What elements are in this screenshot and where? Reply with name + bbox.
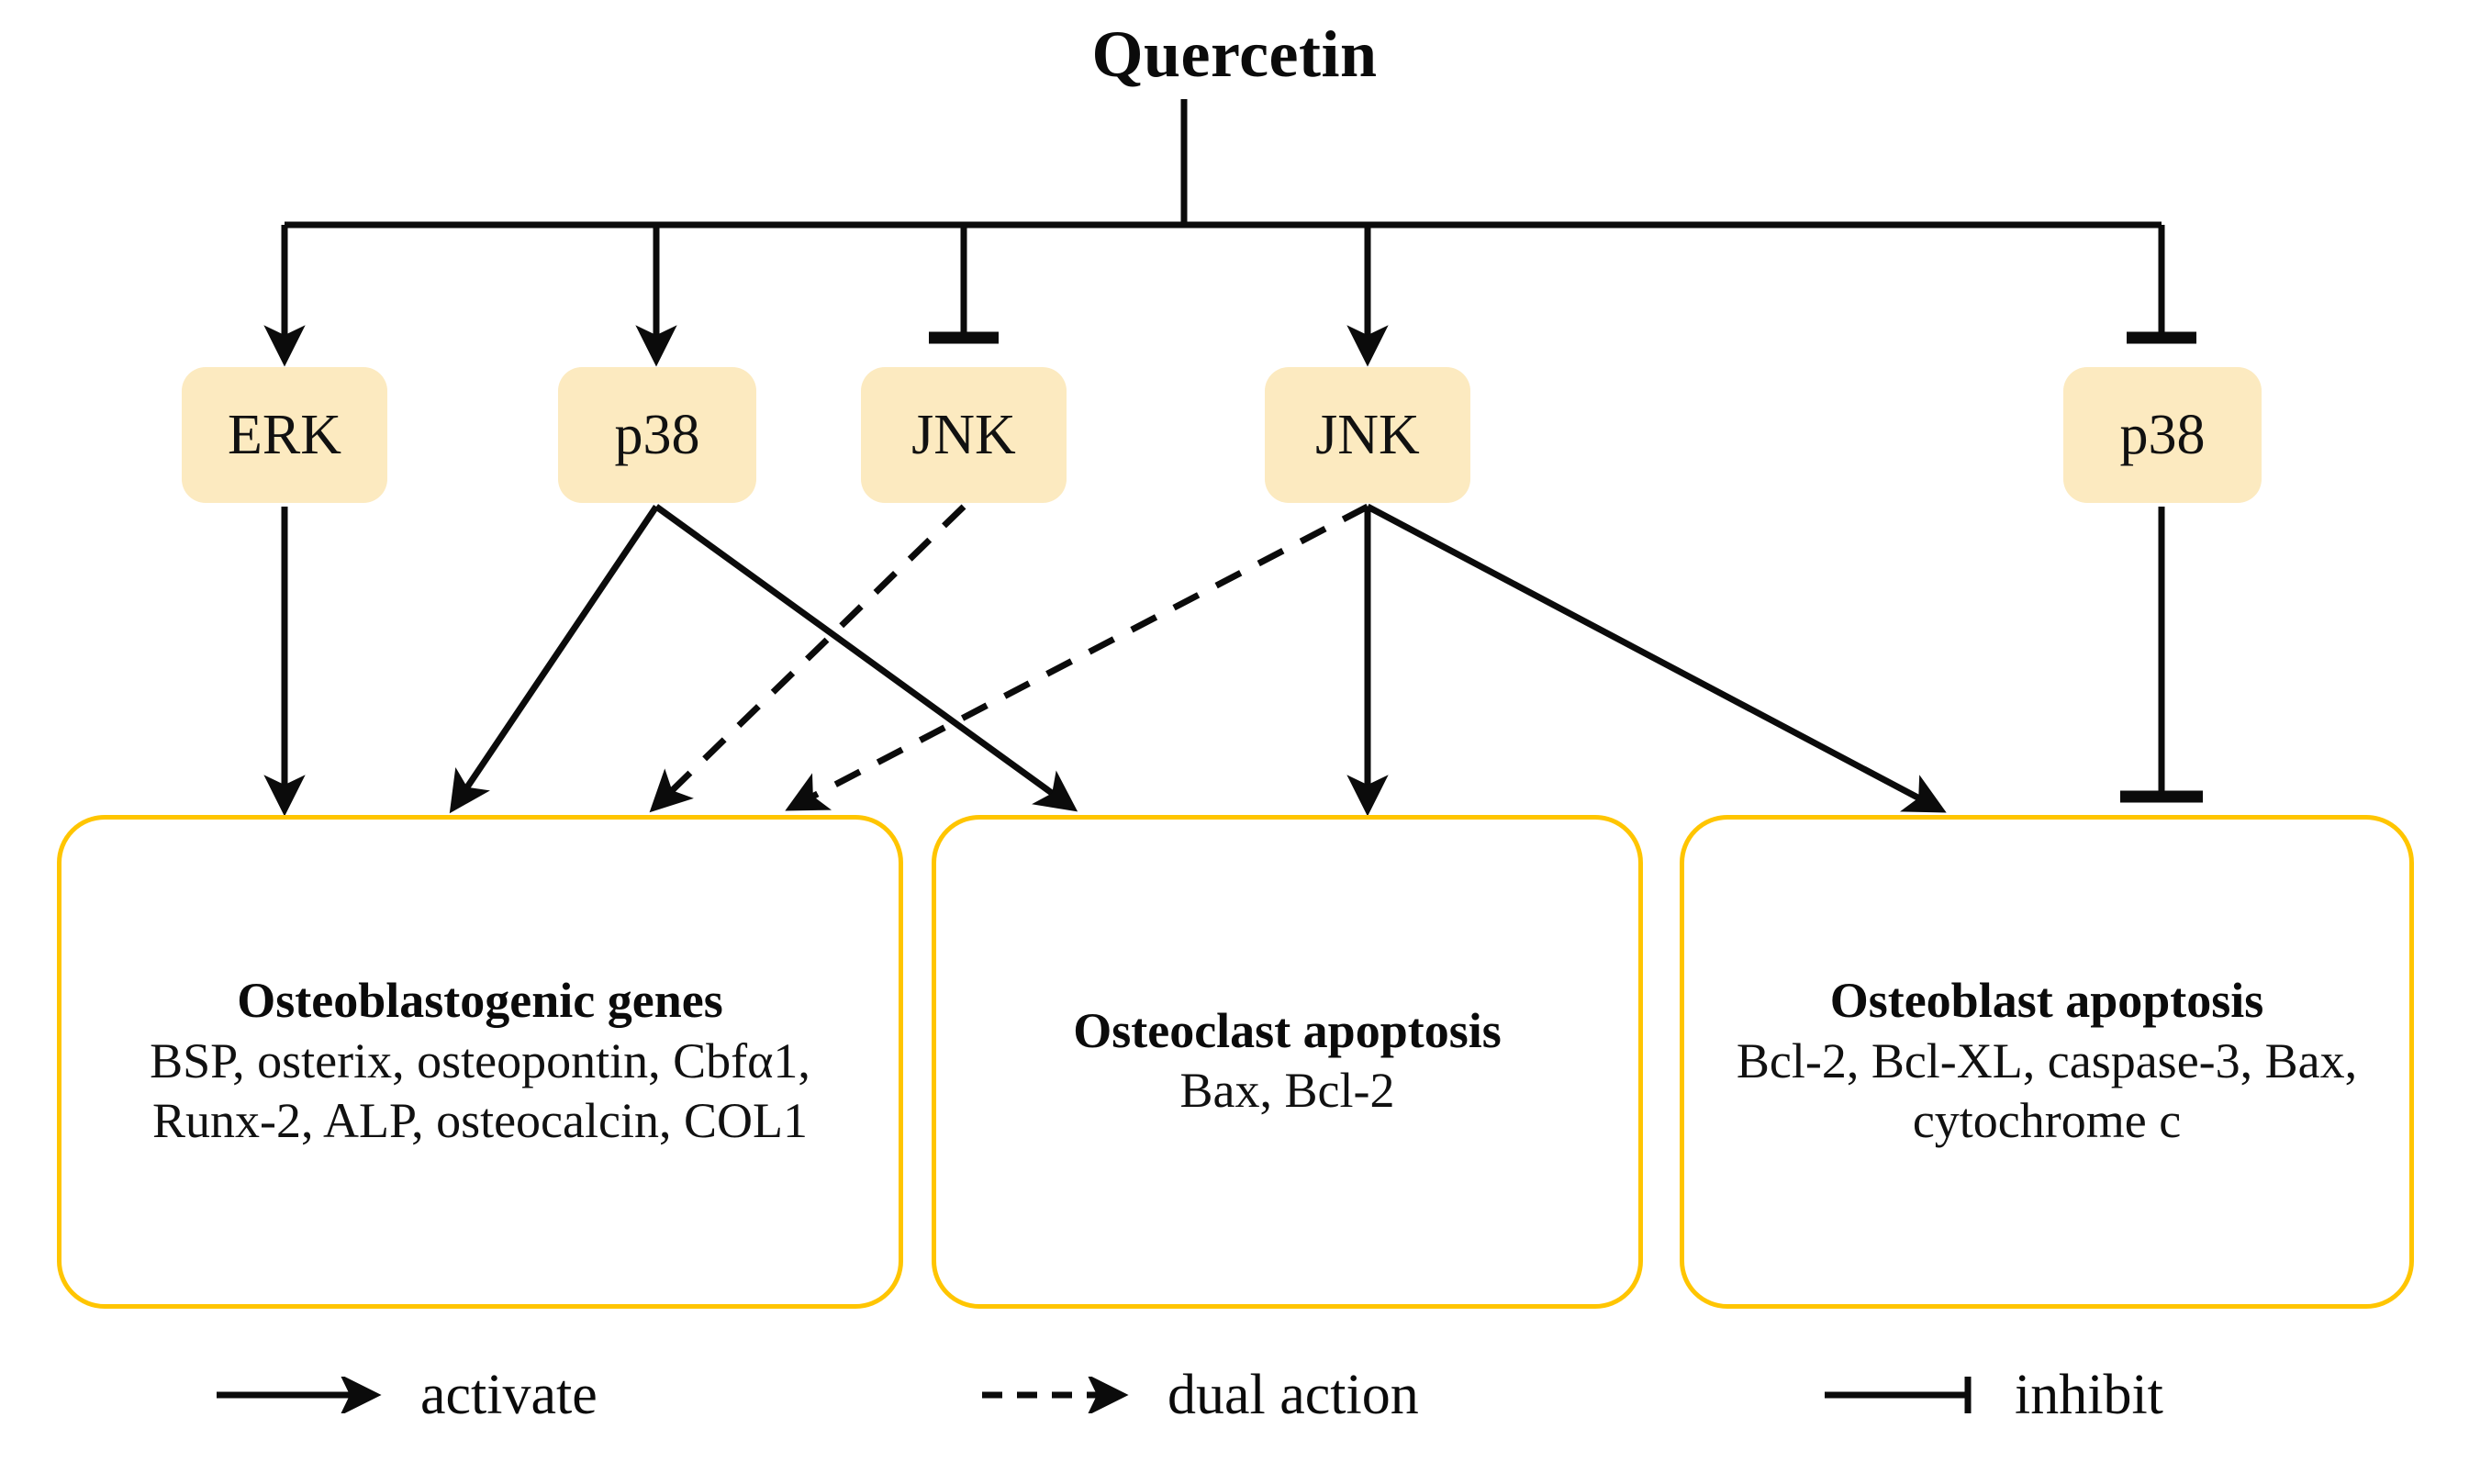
solid-arrow-icon bbox=[217, 1377, 382, 1413]
kinase-box-p38-2[interactable]: p38 bbox=[2063, 367, 2262, 503]
outcome-heading: Osteoblast apoptosis bbox=[1829, 973, 2264, 1029]
dashed-arrow-icon bbox=[982, 1377, 1129, 1413]
kinase-label: p38 bbox=[614, 404, 700, 466]
outcome-gene-list: Bax, Bcl-2 bbox=[1179, 1063, 1395, 1119]
kinase-label: p38 bbox=[2119, 404, 2206, 466]
kinase-label: ERK bbox=[228, 404, 341, 466]
kinase-label: JNK bbox=[1315, 404, 1420, 466]
outcome-box-osteoclast-apoptosis[interactable]: Osteoclast apoptosis Bax, Bcl-2 bbox=[932, 815, 1643, 1309]
edge-jnk2-to-osteoblast-apoptosis bbox=[1366, 503, 1947, 813]
outcome-heading: Osteoclast apoptosis bbox=[1073, 1002, 1502, 1058]
edge-jnk1-dual-to-osteoblastogenic bbox=[649, 504, 966, 813]
legend-label: inhibit bbox=[2015, 1364, 2163, 1426]
kinase-box-jnk-2[interactable]: JNK bbox=[1265, 367, 1470, 503]
tbar-inhibit-icon bbox=[1825, 1377, 1972, 1413]
outcome-box-osteoblastogenic-genes[interactable]: Osteoblastogenic genes BSP, osterix, ost… bbox=[57, 815, 903, 1309]
legend-label: activate bbox=[420, 1364, 598, 1426]
legend-item-activate: activate bbox=[213, 1335, 598, 1455]
legend-item-dual-action: dual action bbox=[978, 1335, 1419, 1455]
kinase-label: JNK bbox=[911, 404, 1016, 466]
outcome-gene-list: BSP, osterix, osteopontin, Cbfα1, Runx-2… bbox=[150, 1032, 810, 1148]
edge-p38-to-osteoblastogenic bbox=[449, 505, 659, 814]
outcome-box-osteoblast-apoptosis[interactable]: Osteoblast apoptosis Bcl-2, Bcl-XL, casp… bbox=[1680, 815, 2414, 1309]
page-title: Quercetin bbox=[1091, 17, 1378, 91]
outcome-gene-list: Bcl-2, Bcl-XL, caspase-3, Bax, cytochrom… bbox=[1736, 1032, 2358, 1148]
edge-p38-to-osteoclast bbox=[654, 504, 1078, 812]
kinase-box-jnk-1[interactable]: JNK bbox=[861, 367, 1067, 503]
legend-label: dual action bbox=[1167, 1364, 1419, 1426]
kinase-box-erk[interactable]: ERK bbox=[182, 367, 387, 503]
kinase-box-p38-1[interactable]: p38 bbox=[558, 367, 756, 503]
edge-jnk2-dual-to-osteoblastogenic bbox=[785, 503, 1369, 811]
legend: activate dual action bbox=[0, 1335, 2469, 1455]
legend-item-inhibit: inhibit bbox=[1821, 1335, 2163, 1455]
outcome-heading: Osteoblastogenic genes bbox=[237, 973, 723, 1029]
